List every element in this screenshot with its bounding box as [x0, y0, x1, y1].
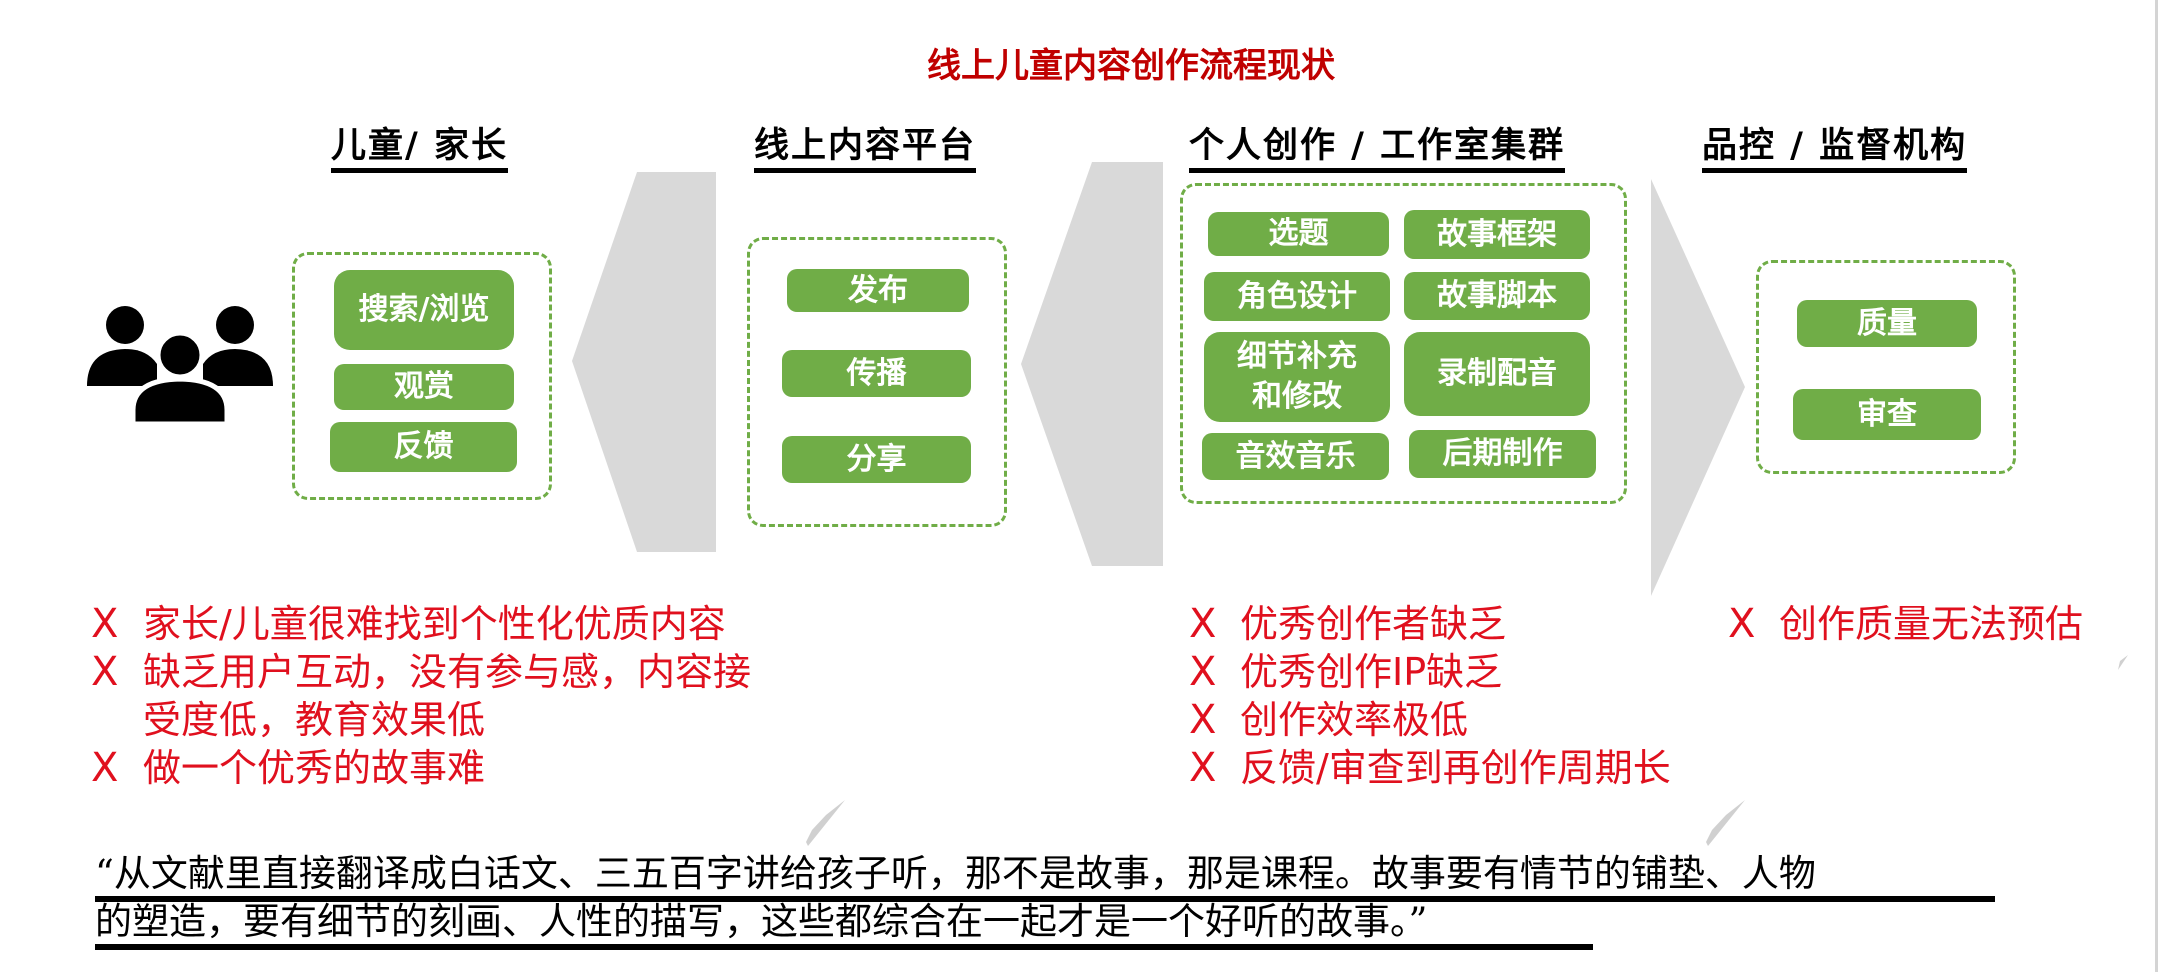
x-mark-icon: X — [1728, 601, 1756, 647]
issue-item: 反馈/审查到再创作周期长 — [1240, 746, 1671, 790]
chevron-right-3 — [1651, 179, 1745, 596]
callout-sliver-3 — [2118, 655, 2128, 670]
issue-item-continued: 受度低，教育效果低 — [143, 698, 486, 742]
step-search-browse[interactable]: 搜索/浏览 — [334, 270, 514, 350]
x-mark-icon: X — [1189, 745, 1217, 791]
x-mark-icon: X — [91, 601, 119, 647]
x-mark-icon: X — [1189, 601, 1217, 647]
x-mark-icon: X — [91, 745, 119, 791]
quote-line-1: “从文献里直接翻译成白话文、三五百字讲给孩子听，那不是故事，那是课程。故事要有情… — [95, 852, 1995, 902]
people-group-icon — [87, 306, 273, 424]
x-mark-icon: X — [1189, 697, 1217, 743]
page-title: 线上儿童内容创作流程现状 — [927, 46, 1335, 86]
step-story-script[interactable]: 故事脚本 — [1404, 272, 1590, 320]
x-mark-icon: X — [1189, 649, 1217, 695]
step-share[interactable]: 分享 — [782, 436, 971, 483]
step-feedback[interactable]: 反馈 — [330, 422, 517, 472]
step-character-design[interactable]: 角色设计 — [1204, 272, 1390, 321]
step-voice-recording[interactable]: 录制配音 — [1404, 332, 1590, 416]
issue-item: 做一个优秀的故事难 — [143, 746, 486, 790]
creator-steps-box — [1180, 183, 1627, 504]
right-edge-line — [2155, 0, 2158, 972]
issue-item: 优秀创作者缺乏 — [1240, 602, 1507, 646]
step-review[interactable]: 审查 — [1793, 389, 1981, 440]
issue-item: 家长/儿童很难找到个性化优质内容 — [143, 602, 726, 646]
step-watch[interactable]: 观赏 — [334, 364, 514, 410]
step-post-production[interactable]: 后期制作 — [1409, 430, 1596, 478]
step-story-framework[interactable]: 故事框架 — [1404, 210, 1590, 259]
step-sound-music[interactable]: 音效音乐 — [1202, 433, 1389, 480]
platform-steps-box — [747, 237, 1007, 527]
step-detail-revision[interactable]: 细节补充和修改 — [1204, 332, 1390, 422]
step-topic-selection[interactable]: 选题 — [1208, 212, 1389, 256]
chevron-left-2 — [1021, 162, 1163, 566]
callout-sliver-1 — [806, 800, 845, 846]
issue-item: 优秀创作IP缺乏 — [1240, 650, 1503, 694]
step-publish[interactable]: 发布 — [787, 269, 969, 312]
x-mark-icon: X — [91, 649, 119, 695]
issue-item: 创作效率极低 — [1240, 698, 1469, 742]
callout-sliver-2 — [1706, 800, 1745, 846]
issue-item: 缺乏用户互动，没有参与感，内容接 — [143, 650, 752, 694]
children-steps-box — [292, 252, 552, 500]
issue-item: 创作质量无法预估 — [1779, 602, 2084, 646]
step-quality[interactable]: 质量 — [1797, 300, 1977, 347]
step-distribute[interactable]: 传播 — [782, 350, 971, 397]
chevron-left-1 — [572, 172, 716, 552]
quote-line-2: 的塑造，要有细节的刻画、人性的描写，这些都综合在一起才是一个好听的故事。” — [95, 900, 1593, 950]
header-creators: 个人创作 / 工作室集群 — [1189, 124, 1566, 173]
header-children-parents: 儿童/ 家长 — [331, 124, 508, 173]
quality-steps-box — [1756, 260, 2016, 474]
header-online-platform: 线上内容平台 — [754, 124, 977, 173]
header-quality-control: 品控 / 监督机构 — [1702, 124, 1968, 173]
